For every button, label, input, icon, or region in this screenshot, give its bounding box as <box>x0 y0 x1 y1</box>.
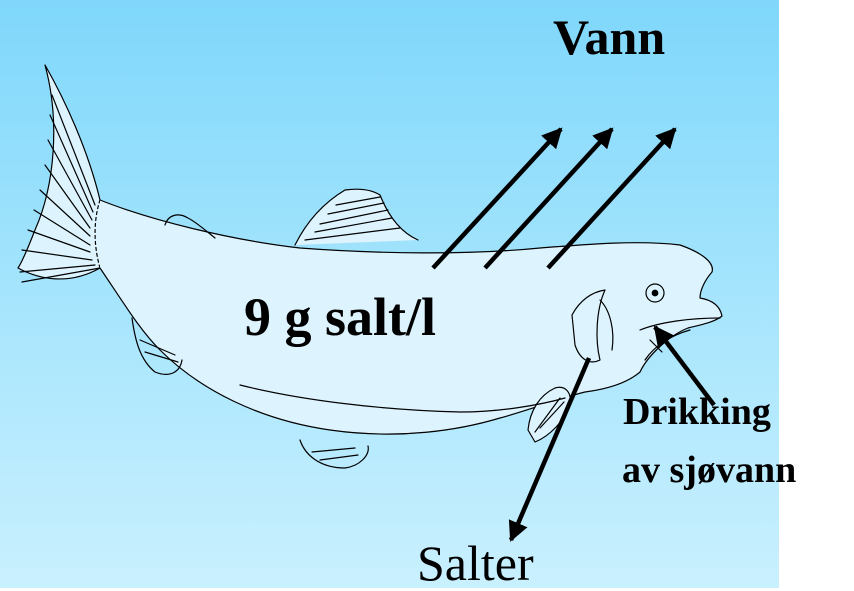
salt-concentration-label: 9 g salt/l <box>244 290 436 344</box>
salts-label: Salter <box>417 538 534 588</box>
water-label: Vann <box>553 12 665 62</box>
water-arrow-1 <box>433 129 561 268</box>
drinking-label-line1: Drikking <box>623 393 771 431</box>
drinking-label-line2: av sjøvann <box>622 451 796 489</box>
fish-icon <box>18 65 722 468</box>
